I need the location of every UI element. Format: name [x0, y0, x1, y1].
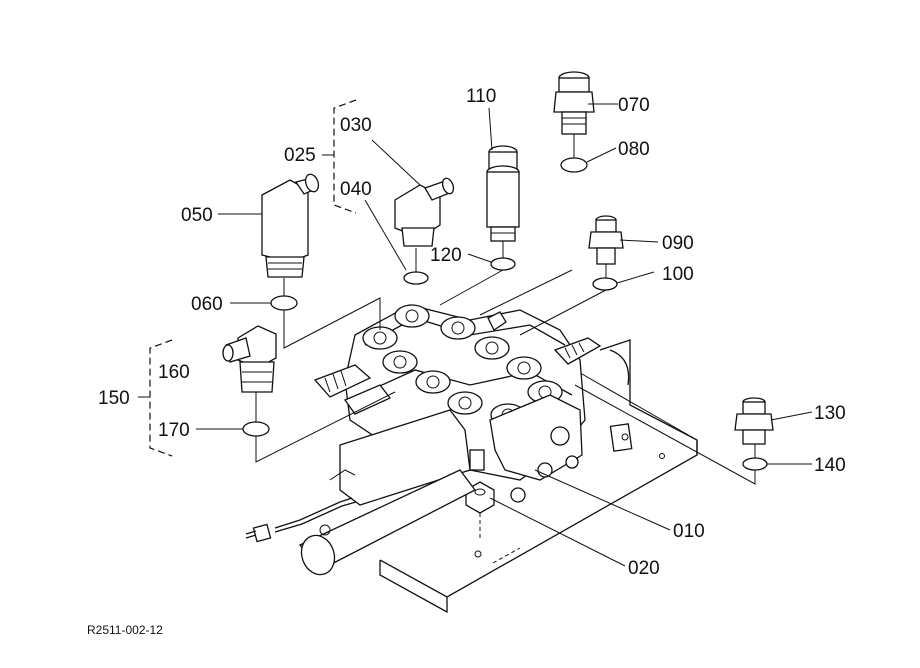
valve-ports — [362, 304, 563, 427]
callout-040: 040 — [340, 179, 372, 200]
callout-160: 160 — [158, 362, 190, 383]
callout-020: 020 — [628, 558, 660, 579]
callout-140: 140 — [814, 455, 846, 476]
fitting-070 — [553, 71, 595, 135]
callout-080: 080 — [618, 139, 650, 160]
callout-120: 120 — [430, 245, 462, 266]
callout-030: 030 — [340, 115, 372, 136]
callout-170: 170 — [158, 420, 190, 441]
callout-050: 050 — [181, 205, 213, 226]
o-ring-040 — [403, 271, 429, 285]
o-ring-060 — [270, 295, 298, 311]
callout-090: 090 — [662, 233, 694, 254]
o-ring-080 — [560, 157, 588, 173]
elbow-fitting-050 — [261, 173, 320, 278]
assembly-lines — [255, 134, 756, 485]
callout-150: 150 — [98, 388, 130, 409]
callout-010: 010 — [673, 521, 705, 542]
drawing-reference-code: R2511-002-12 — [87, 623, 163, 637]
wire-harness — [245, 497, 357, 543]
callout-130: 130 — [814, 403, 846, 424]
straight-fitting-110 — [486, 145, 520, 242]
o-ring-140 — [742, 457, 768, 471]
callout-060: 060 — [191, 294, 223, 315]
callout-100: 100 — [662, 264, 694, 285]
o-ring-100 — [592, 277, 618, 291]
callout-070: 070 — [618, 95, 650, 116]
callout-025: 025 — [284, 145, 316, 166]
fitting-130 — [734, 397, 774, 445]
spool-cylinders — [298, 409, 476, 576]
leader-lines — [196, 103, 813, 567]
bracket-150 — [138, 339, 173, 457]
o-ring-120 — [490, 257, 516, 271]
elbow-fitting-030 — [394, 177, 455, 247]
base-plate — [379, 339, 698, 614]
callout-110: 110 — [466, 86, 496, 107]
callout-labels: 010 020 025 030 040 050 060 070 080 090 … — [98, 86, 846, 579]
bracket-025 — [322, 99, 357, 214]
elbow-fitting-160 — [222, 325, 277, 393]
o-ring-170 — [242, 421, 270, 437]
fitting-090 — [588, 215, 624, 265]
